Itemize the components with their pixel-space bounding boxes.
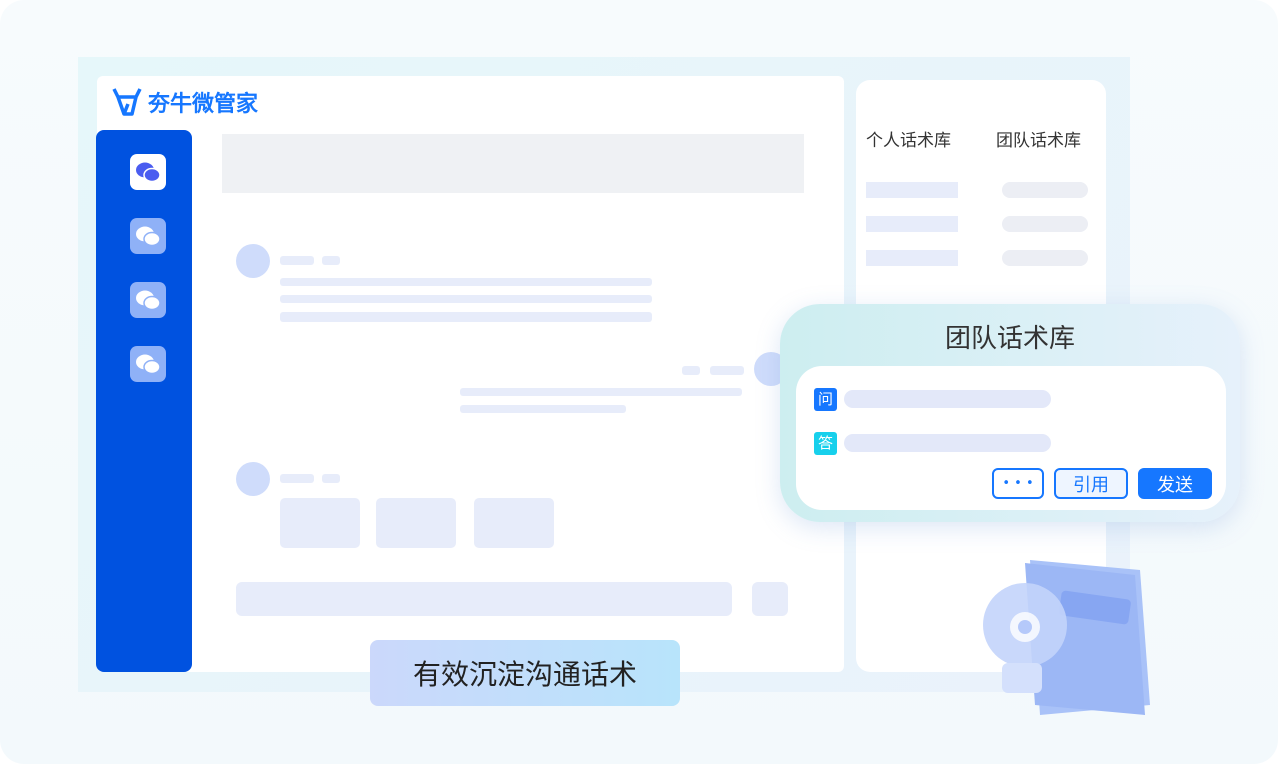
wechat-icon [136, 162, 161, 183]
sidebar-account-4[interactable] [130, 346, 166, 382]
library-item[interactable] [866, 182, 958, 198]
book-lightbulb-illustration [983, 560, 1150, 715]
sidebar-account-1[interactable] [130, 154, 166, 190]
wechat-icon [136, 354, 161, 375]
image-placeholder [474, 498, 554, 548]
image-placeholder [280, 498, 360, 548]
send-placeholder-button[interactable] [752, 582, 788, 616]
answer-tag: 答 [814, 432, 837, 455]
library-item[interactable] [866, 216, 958, 232]
question-placeholder [844, 390, 1051, 408]
library-item[interactable] [1002, 216, 1088, 232]
image-placeholder [376, 498, 456, 548]
answer-placeholder [844, 434, 1051, 452]
team-library-popup: 团队话术库 问 答 • • • 引用 发送 [780, 304, 1240, 522]
more-button[interactable]: • • • [992, 468, 1044, 499]
popup-title: 团队话术库 [944, 324, 1075, 354]
library-item[interactable] [1002, 182, 1088, 198]
name-placeholder [710, 366, 744, 375]
message-input[interactable] [236, 582, 732, 616]
brand-name: 夯牛微管家 [148, 92, 259, 117]
avatar [236, 462, 270, 496]
name-placeholder [682, 366, 700, 375]
bull-logo-icon [112, 88, 142, 116]
message-line [280, 295, 652, 303]
name-placeholder [280, 256, 314, 265]
sidebar-account-2[interactable] [130, 218, 166, 254]
question-tag: 问 [814, 388, 837, 411]
tab-personal-library[interactable]: 个人话术库 [866, 131, 951, 151]
quote-button[interactable]: 引用 [1054, 468, 1128, 499]
name-placeholder [280, 474, 314, 483]
brand-logo: 夯牛微管家 [112, 86, 258, 118]
popup-content: 问 答 • • • 引用 发送 [796, 366, 1226, 510]
send-button[interactable]: 发送 [1138, 468, 1212, 499]
message-line [460, 405, 626, 413]
avatar [236, 244, 270, 278]
message-line [280, 312, 652, 322]
chat-header-placeholder [222, 134, 804, 193]
message-line [460, 388, 742, 396]
slogan-banner: 有效沉淀沟通话术 [370, 640, 680, 706]
message-line [280, 278, 652, 286]
tab-team-library[interactable]: 团队话术库 [996, 131, 1081, 151]
name-placeholder [322, 256, 340, 265]
library-item[interactable] [866, 250, 958, 266]
library-item[interactable] [1002, 250, 1088, 266]
wechat-icon [136, 290, 161, 311]
sidebar-account-3[interactable] [130, 282, 166, 318]
sidebar [96, 130, 192, 672]
name-placeholder [322, 474, 340, 483]
wechat-icon [136, 226, 161, 247]
